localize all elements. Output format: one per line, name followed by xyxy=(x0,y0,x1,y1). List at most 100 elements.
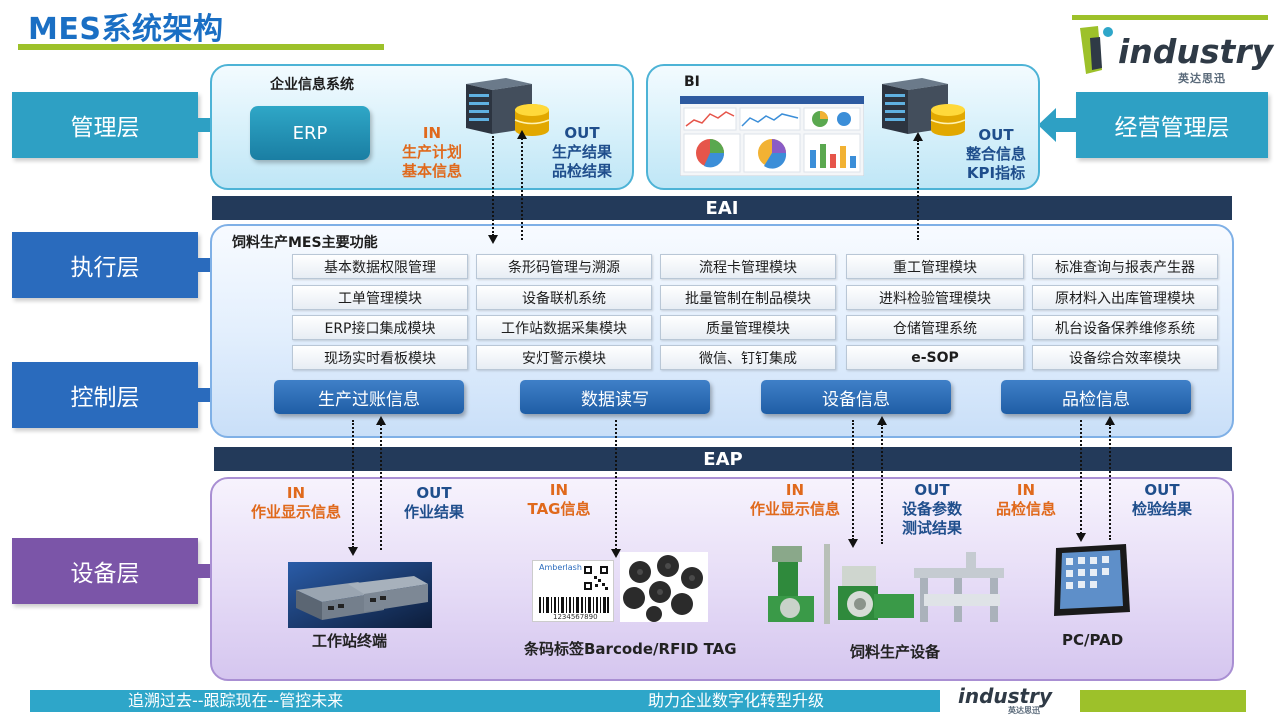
eai-bus: EAI xyxy=(212,196,1232,220)
erp-in-line-2: 基本信息 xyxy=(401,162,462,180)
bi-title: BI xyxy=(684,74,700,90)
mes-functions-title: 饲料生产MES主要功能 xyxy=(232,235,378,251)
flow-line: TAG信息 xyxy=(527,500,591,518)
database-icon xyxy=(514,104,550,136)
module-item[interactable]: 仓储管理系统 xyxy=(846,315,1024,340)
module-item[interactable]: 设备综合效率模块 xyxy=(1032,345,1218,370)
dashboard-screenshot xyxy=(680,96,864,176)
quality-inspection-info-button[interactable]: 品检信息 xyxy=(1001,380,1191,414)
tablet-image xyxy=(1054,544,1130,616)
flow-line: 作业结果 xyxy=(403,503,464,521)
industrial-pc-image xyxy=(288,562,432,628)
erp-in-block: IN 生产计划 基本信息 xyxy=(394,124,470,181)
module-item[interactable]: 标准查询与报表产生器 xyxy=(1032,254,1218,279)
bi-out-line-2: KPI指标 xyxy=(966,164,1026,182)
caption-pc-pad: PC/PAD xyxy=(1062,631,1124,649)
flow-label: IN xyxy=(549,481,569,499)
module-item[interactable]: 安灯警示模块 xyxy=(476,345,652,370)
erp-out-label: OUT xyxy=(564,124,600,142)
layer-label-control: 控制层 xyxy=(12,362,198,428)
logo-accent-bar xyxy=(1072,15,1268,20)
layer-label-business-management: 经营管理层 xyxy=(1076,92,1268,158)
footer-bar xyxy=(30,690,940,712)
erp-box: ERP xyxy=(250,106,370,160)
bi-out-block: OUT 整合信息 KPI指标 xyxy=(960,126,1032,183)
flow-arrow-down xyxy=(1076,420,1086,542)
flow-arrow-up xyxy=(376,416,386,550)
flow-arrow-down xyxy=(348,420,358,556)
title-underline xyxy=(18,44,384,50)
module-item[interactable]: 条形码管理与溯源 xyxy=(476,254,652,279)
erp-in-label: IN xyxy=(422,124,442,142)
flow-line: 测试结果 xyxy=(901,519,962,537)
page-title: MES系统架构 xyxy=(28,12,224,47)
barcode-image: Amberlash 1234567890 xyxy=(532,560,614,622)
footer-slogan-left: 追溯过去--跟踪现在--管控未来 xyxy=(128,691,344,710)
module-item[interactable]: 工单管理模块 xyxy=(292,285,468,310)
module-item[interactable]: 质量管理模块 xyxy=(660,315,836,340)
module-item[interactable]: 微信、钉钉集成 xyxy=(660,345,836,370)
module-item[interactable]: 进料检验管理模块 xyxy=(846,285,1024,310)
equipment-info-button[interactable]: 设备信息 xyxy=(761,380,951,414)
module-item[interactable]: 工作站数据采集模块 xyxy=(476,315,652,340)
enterprise-info-title: 企业信息系统 xyxy=(270,77,354,93)
bi-out-line-1: 整合信息 xyxy=(965,145,1026,163)
flow-arrow-up xyxy=(877,416,887,544)
server-icon xyxy=(466,78,550,136)
barcode-brand: Amberlash xyxy=(539,563,582,572)
barcode-stripes-icon xyxy=(539,597,609,613)
production-posting-info-button[interactable]: 生产过账信息 xyxy=(274,380,464,414)
flow-label: OUT xyxy=(416,484,452,502)
module-item[interactable]: 机台设备保养维修系统 xyxy=(1032,315,1218,340)
database-icon xyxy=(930,104,966,136)
module-item[interactable]: 流程卡管理模块 xyxy=(660,254,836,279)
flow-label: IN xyxy=(1016,481,1036,499)
flow-arrow-up xyxy=(1105,416,1115,540)
module-item[interactable]: e-SOP xyxy=(846,345,1024,370)
footer-slogan-right: 助力企业数字化转型升级 xyxy=(648,691,825,710)
module-item[interactable]: 现场实时看板模块 xyxy=(292,345,468,370)
caption-feed-equipment: 饲料生产设备 xyxy=(850,643,941,661)
erp-in-line-1: 生产计划 xyxy=(401,143,462,161)
flow-line: 作业显示信息 xyxy=(749,500,840,518)
flow-line: 作业显示信息 xyxy=(250,503,341,521)
module-item[interactable]: ERP接口集成模块 xyxy=(292,315,468,340)
module-item[interactable]: 基本数据权限管理 xyxy=(292,254,468,279)
logo-text: industry xyxy=(1118,32,1274,71)
flow-arrow-up xyxy=(517,130,527,240)
flow-in-workstation: IN 作业显示信息 xyxy=(244,484,348,522)
erp-out-line-1: 生产结果 xyxy=(551,143,612,161)
logo-mark-icon xyxy=(1080,26,1113,74)
flow-arrow-down xyxy=(611,420,621,558)
flow-line: 检验结果 xyxy=(1131,500,1192,518)
flow-arrow-down xyxy=(488,136,498,244)
qr-code-icon xyxy=(583,565,609,591)
flow-arrow-up xyxy=(913,132,923,240)
flow-out-workstation: OUT 作业结果 xyxy=(396,484,472,522)
module-item[interactable]: 重工管理模块 xyxy=(846,254,1024,279)
eap-bus: EAP xyxy=(214,447,1232,471)
flow-out-inspection: OUT 检验结果 xyxy=(1124,481,1200,519)
flow-in-equipment: IN 作业显示信息 xyxy=(742,481,848,519)
module-item[interactable]: 原材料入出库管理模块 xyxy=(1032,285,1218,310)
footer-logo-subtitle: 英达思迅 xyxy=(1008,706,1040,715)
flow-label: OUT xyxy=(914,481,950,499)
module-item[interactable]: 批量管制在制品模块 xyxy=(660,285,836,310)
logo-subtitle: 英达思迅 xyxy=(1178,72,1226,85)
caption-workstation: 工作站终端 xyxy=(312,632,388,650)
rfid-tag-image xyxy=(620,552,708,622)
flow-label: IN xyxy=(286,484,306,502)
flow-label: OUT xyxy=(1144,481,1180,499)
footer-accent-bar xyxy=(1080,690,1246,712)
caption-barcode-rfid: 条码标签Barcode/RFID TAG xyxy=(524,640,737,658)
module-item[interactable]: 设备联机系统 xyxy=(476,285,652,310)
data-read-write-button[interactable]: 数据读写 xyxy=(520,380,710,414)
footer-logo-text: industry xyxy=(958,684,1053,708)
arrow-left-icon xyxy=(1038,108,1078,142)
server-icon xyxy=(882,78,966,136)
feed-machinery-image xyxy=(768,544,1004,624)
bi-out-label: OUT xyxy=(978,126,1014,144)
flow-line: 设备参数 xyxy=(901,500,962,518)
layer-label-management: 管理层 xyxy=(12,92,198,158)
layer-label-device: 设备层 xyxy=(12,538,198,604)
